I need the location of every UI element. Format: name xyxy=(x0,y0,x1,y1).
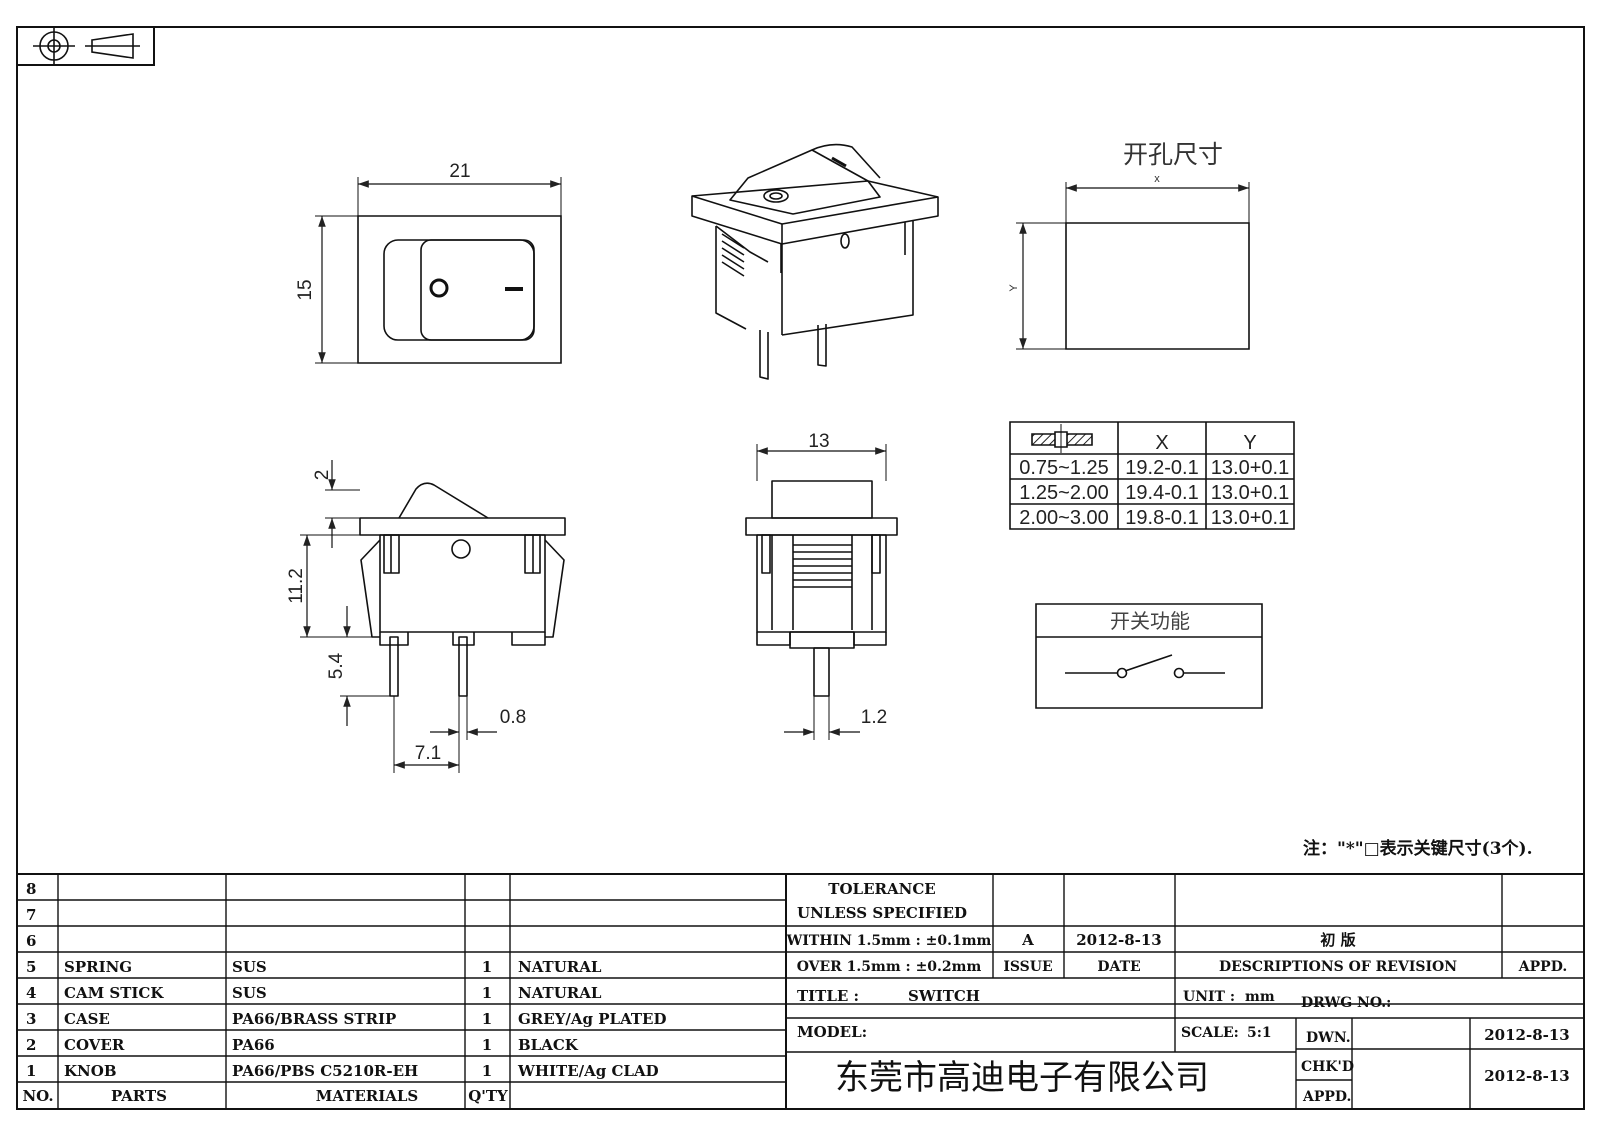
panel-table-y: 13.0+0.1 xyxy=(1211,457,1289,479)
side-view xyxy=(300,460,565,773)
bom-row-qty: 1 xyxy=(482,1036,492,1054)
panel-table-x: 19.2-0.1 xyxy=(1125,457,1198,479)
bom-row-qty: 1 xyxy=(482,1010,492,1028)
tolerance-line-2: UNLESS SPECIFIED xyxy=(797,904,967,922)
bom-header-qty: Q'TY xyxy=(468,1087,508,1105)
panel-thickness-table xyxy=(1010,422,1294,529)
panel-thickness-icon xyxy=(1032,424,1092,453)
drawing-number-label: DRWG NO.: xyxy=(1301,995,1391,1011)
front-view xyxy=(315,177,561,363)
bom-row-no: 1 xyxy=(26,1062,36,1080)
date-label: DATE xyxy=(1097,959,1140,975)
drawn-date: 2012-8-13 xyxy=(1484,1026,1570,1044)
revision-description: 初 版 xyxy=(1320,931,1355,949)
bom-row-materials: PA66 xyxy=(232,1036,275,1054)
panel-table-thickness: 2.00~3.00 xyxy=(1019,507,1109,529)
issue-label: ISSUE xyxy=(1003,959,1052,975)
cutout-view xyxy=(1016,182,1249,349)
bom-row-materials: PA66/BRASS STRIP xyxy=(232,1010,396,1028)
bom-row-color: GREY/Ag PLATED xyxy=(518,1010,667,1028)
scale-label: SCALE: xyxy=(1181,1025,1239,1041)
bom-row-parts: CAM STICK xyxy=(64,984,164,1002)
tolerance-line-3: WITHIN 1.5mm : ±0.1mm xyxy=(786,933,992,949)
cutout-y-label: Y xyxy=(1008,284,1020,292)
bom-row-no: 2 xyxy=(26,1036,36,1054)
end-view xyxy=(746,444,897,740)
bom-row-parts: KNOB xyxy=(64,1062,117,1080)
tolerance-line-4: OVER 1.5mm : ±0.2mm xyxy=(797,959,982,975)
revision-issue: A xyxy=(1021,931,1034,949)
tolerance-line-1: TOLERANCE xyxy=(828,880,935,898)
checked-date: 2012-8-13 xyxy=(1484,1067,1570,1085)
appd-label: APPD. xyxy=(1518,959,1567,975)
bom-row-no: 7 xyxy=(26,906,36,924)
key-dimension-note: 注："*"□表示关键尺寸(3个). xyxy=(1303,838,1533,859)
approved-label: APPD. xyxy=(1302,1089,1351,1105)
dim-end-13: 13 xyxy=(808,431,829,452)
switch-function-title: 开关功能 xyxy=(1110,609,1190,633)
title-value: SWITCH xyxy=(908,987,980,1005)
unit-value: mm xyxy=(1245,989,1275,1005)
dim-side-2: 2 xyxy=(312,470,333,481)
bom-row-no: 3 xyxy=(26,1010,36,1028)
checked-label: CHK'D xyxy=(1301,1059,1354,1075)
drawn-label: DWN. xyxy=(1306,1030,1351,1046)
bom-row-no: 5 xyxy=(26,958,36,976)
bom-row-color: NATURAL xyxy=(518,984,602,1002)
bom-row-parts: SPRING xyxy=(64,958,132,976)
bom-header-materials: MATERIALS xyxy=(316,1087,419,1105)
dim-side-11-2: 11.2 xyxy=(286,568,307,604)
isometric-view xyxy=(692,145,938,379)
switch-function-box xyxy=(1036,604,1262,708)
unit-label: UNIT : xyxy=(1183,989,1235,1005)
panel-table-y: 13.0+0.1 xyxy=(1211,507,1289,529)
bom-row-color: WHITE/Ag CLAD xyxy=(517,1062,659,1080)
revision-date: 2012-8-13 xyxy=(1076,931,1162,949)
dim-width-21: 21 xyxy=(449,161,470,182)
off-mark xyxy=(431,280,447,296)
bom-header-parts: PARTS xyxy=(111,1087,167,1105)
description-label: DESCRIPTIONS OF REVISION xyxy=(1219,959,1457,975)
bom-row-no: 4 xyxy=(26,984,36,1002)
bom-row-materials: SUS xyxy=(232,984,267,1002)
bom-row-color: NATURAL xyxy=(518,958,602,976)
cutout-x-label: x xyxy=(1154,173,1160,185)
scale-value: 5:1 xyxy=(1247,1025,1272,1041)
front-bezel xyxy=(358,216,561,363)
dim-side-7-1: 7.1 xyxy=(415,743,441,764)
bom-row-qty: 1 xyxy=(482,1062,492,1080)
projection-symbol xyxy=(17,27,154,65)
dim-end-1-2: 1.2 xyxy=(861,707,887,728)
bom-row-color: BLACK xyxy=(518,1036,579,1054)
bom-row-materials: PA66/PBS C5210R-EH xyxy=(232,1062,418,1080)
panel-table-thickness: 0.75~1.25 xyxy=(1019,457,1109,479)
title-block-grid xyxy=(17,874,1584,1109)
panel-table-x: 19.8-0.1 xyxy=(1125,507,1198,529)
bom-row-no: 8 xyxy=(26,880,36,898)
dim-side-0-8: 0.8 xyxy=(500,707,526,728)
bom-row-parts: CASE xyxy=(64,1010,110,1028)
table-header-y: Y xyxy=(1243,432,1256,454)
company-name: 东莞市高迪电子有限公司 xyxy=(835,1058,1209,1098)
panel-table-thickness: 1.25~2.00 xyxy=(1019,482,1109,504)
bom-header-no: NO. xyxy=(22,1087,53,1105)
bom-row-qty: 1 xyxy=(482,958,492,976)
cutout-title: 开孔尺寸 xyxy=(1123,140,1223,169)
dim-height-15: 15 xyxy=(295,279,316,300)
bom-row-qty: 1 xyxy=(482,984,492,1002)
dim-side-5-4: 5.4 xyxy=(326,652,347,679)
cutout-rect xyxy=(1066,223,1249,349)
title-label: TITLE : xyxy=(797,987,859,1005)
front-rocker xyxy=(421,240,534,340)
panel-table-y: 13.0+0.1 xyxy=(1211,482,1289,504)
bom-row-parts: COVER xyxy=(64,1036,125,1054)
bom-row-materials: SUS xyxy=(232,958,267,976)
table-header-x: X xyxy=(1155,432,1168,454)
panel-table-x: 19.4-0.1 xyxy=(1125,482,1198,504)
bom-row-no: 6 xyxy=(26,932,36,950)
model-label: MODEL: xyxy=(797,1023,867,1041)
drawing-border xyxy=(17,27,1584,1109)
